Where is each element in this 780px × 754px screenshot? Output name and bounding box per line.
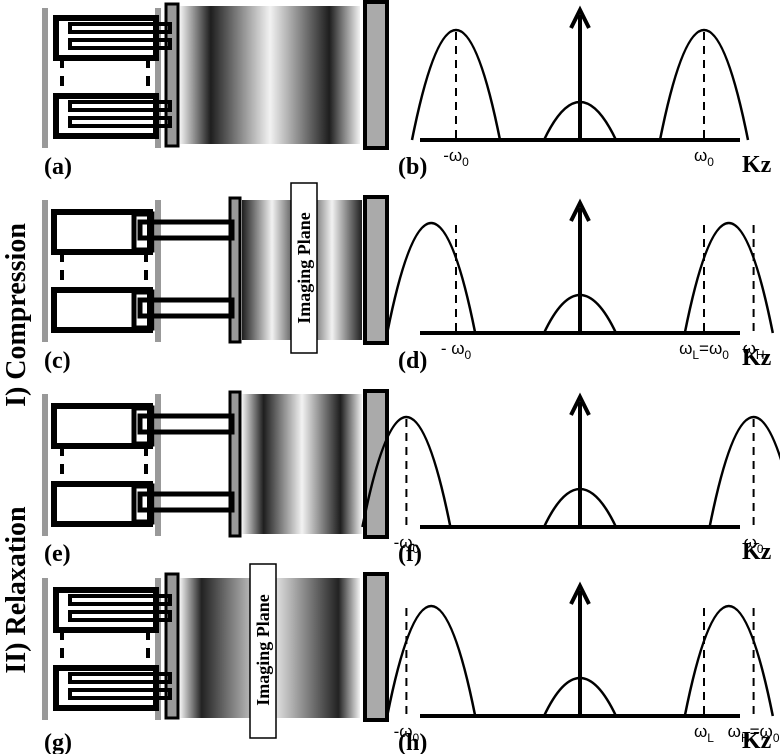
section-label-compression: I) Compression	[1, 223, 32, 407]
tick-label: ωH	[743, 339, 765, 362]
piston-device-a	[42, 0, 389, 150]
negative-peak	[410, 29, 502, 141]
tick-label: ω0	[744, 533, 764, 556]
center-arrow-head	[569, 392, 591, 416]
negative-peak	[385, 605, 477, 717]
positive-peak	[683, 222, 775, 334]
imaging-plane-label: Imaging Plane	[294, 212, 314, 324]
panel-label-b: (b)	[398, 154, 427, 180]
panel-label-c: (c)	[44, 348, 71, 374]
panel-label-h: (h)	[398, 730, 427, 754]
piston-device-e	[42, 389, 389, 539]
positive-peak	[658, 29, 750, 141]
kz-axis-label: Kz	[742, 345, 772, 371]
negative-peak	[385, 222, 477, 334]
panel-label-f: (f)	[398, 541, 422, 567]
kz-axis-label: Kz	[742, 728, 772, 754]
center-peak	[542, 100, 618, 141]
section-label-relaxation: II) Relaxation	[1, 506, 32, 674]
tick-label: ωL=ω0	[679, 339, 729, 362]
center-arrow-head	[569, 198, 591, 222]
tick-label: -ω0	[443, 146, 469, 169]
piston-device-g: Imaging Plane	[42, 563, 389, 739]
kz-axis-label: Kz	[742, 152, 772, 178]
panel-label-e: (e)	[44, 541, 71, 567]
center-peak	[542, 676, 618, 717]
panel-label-a: (a)	[44, 154, 72, 180]
tick-label: ωH=ω0	[728, 722, 780, 745]
tick-label: -ω0	[394, 722, 420, 745]
panel-label-d: (d)	[398, 348, 427, 374]
imaging-plane-label: Imaging Plane	[253, 594, 273, 706]
imaging-plane-box	[249, 563, 277, 739]
panel-label-g: (g)	[44, 730, 72, 754]
piston-device-c: Imaging Plane	[42, 182, 389, 354]
negative-peak	[361, 416, 452, 528]
tissue-fringe-pattern	[242, 394, 362, 534]
tissue-fringe-pattern	[180, 6, 360, 144]
center-peak	[542, 293, 618, 334]
positive-peak	[708, 416, 780, 528]
tick-label: ωL	[694, 722, 714, 745]
center-arrow-head	[569, 581, 591, 605]
tick-label: ω0	[694, 146, 714, 169]
tick-label: -ω0	[394, 533, 420, 556]
positive-peak	[683, 605, 775, 717]
tick-label: - ω0	[441, 339, 472, 362]
kz-axis-label: Kz	[742, 539, 772, 565]
center-arrow-head	[569, 5, 591, 29]
center-peak	[542, 487, 618, 528]
imaging-plane-box	[290, 182, 318, 354]
